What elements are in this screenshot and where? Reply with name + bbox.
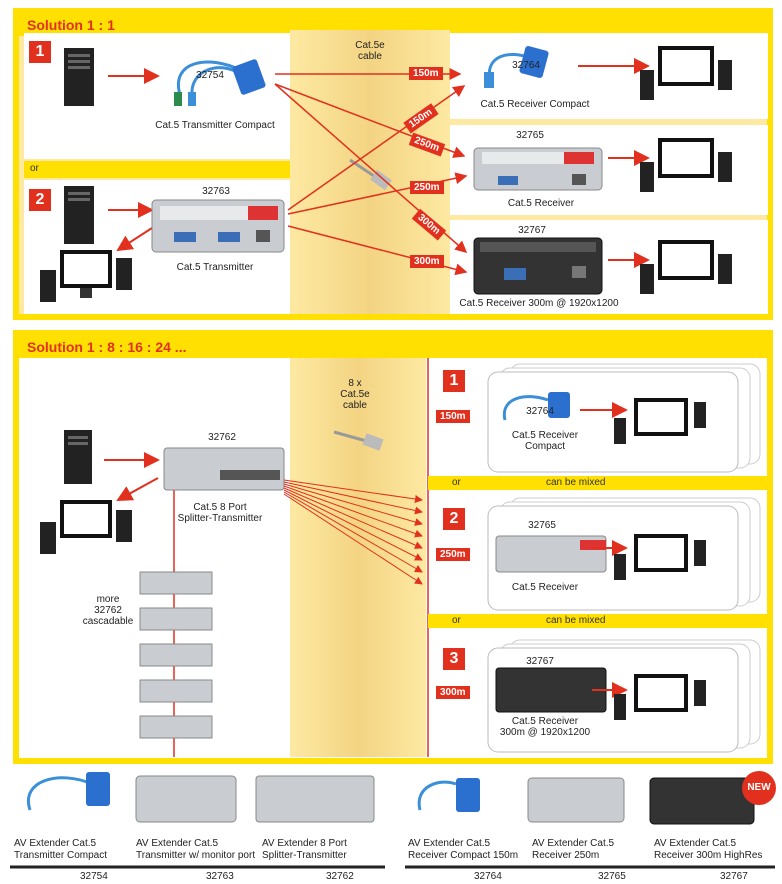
cable-band-2 bbox=[290, 354, 426, 757]
cable-label-2: 8 x Cat.5e cable bbox=[340, 378, 370, 411]
option-number-1: 1 bbox=[29, 41, 51, 63]
cascade-label: more 32762 cascadable bbox=[82, 594, 134, 627]
rx-code: 32765 bbox=[516, 130, 544, 141]
or-label-3: or bbox=[452, 615, 461, 626]
monitor-speakers-icon-r3 bbox=[640, 240, 732, 294]
product-images bbox=[26, 772, 755, 825]
option2-label-1: Cat.5 Receiver Compact bbox=[511, 430, 579, 452]
option2-label-2: Cat.5 Receiver bbox=[511, 582, 579, 593]
monitor-speakers-icon-r2 bbox=[640, 138, 732, 192]
product-name-1: AV Extender Cat.5 Transmitter Compact bbox=[14, 838, 107, 861]
mixed-stripe-1 bbox=[428, 476, 767, 490]
option2-distance-3: 300m bbox=[436, 686, 470, 699]
splitter-fanout-lines bbox=[283, 479, 423, 585]
monitor-speakers-icon-4 bbox=[40, 500, 132, 554]
card2-devices bbox=[495, 534, 706, 580]
product-name-3: AV Extender 8 Port Splitter-Transmitter bbox=[262, 838, 347, 861]
product-name-2: AV Extender Cat.5 Transmitter w/ monitor… bbox=[136, 838, 256, 861]
rx300-device-icon bbox=[473, 237, 603, 295]
monitor-speakers-icon bbox=[40, 250, 132, 302]
rj45-plug-icon-2 bbox=[333, 430, 384, 451]
product-name-5: AV Extender Cat.5 Receiver 250m bbox=[532, 838, 615, 861]
product-code-4: 32764 bbox=[474, 871, 502, 882]
pc-tower-icon-3 bbox=[64, 430, 92, 484]
tx-compact-code: 32754 bbox=[196, 70, 224, 81]
option2-number-3: 3 bbox=[443, 648, 465, 670]
option2-number-1: 1 bbox=[443, 370, 465, 392]
rx-compact-code: 32764 bbox=[512, 60, 540, 71]
new-badge-bg bbox=[742, 771, 776, 805]
rx300-label: Cat.5 Receiver 300m @ 1920x1200 bbox=[459, 298, 619, 309]
option-number-2: 2 bbox=[29, 189, 51, 211]
card1-devices bbox=[502, 392, 706, 444]
monitor-speakers-icon-r1 bbox=[640, 46, 732, 100]
option-1-area bbox=[24, 33, 290, 159]
product-name-4: AV Extender Cat.5 Receiver Compact 150m bbox=[408, 838, 519, 861]
mixed-stripe-2 bbox=[428, 614, 767, 628]
distance-tag-6: 300m bbox=[410, 255, 444, 268]
option2-label-3: Cat.5 Receiver 300m @ 1920x1200 bbox=[499, 716, 591, 738]
product-code-3: 32762 bbox=[326, 871, 354, 882]
solution-1-title: Solution 1 : 1 bbox=[19, 14, 767, 36]
rx-compact-label: Cat.5 Receiver Compact bbox=[480, 99, 590, 110]
tx-code: 32763 bbox=[202, 186, 230, 197]
splitter-device-icon bbox=[163, 447, 285, 491]
cat5-transmitter-device-icon bbox=[151, 199, 285, 253]
rx300-code: 32767 bbox=[518, 225, 546, 236]
or-stripe-1 bbox=[24, 161, 290, 178]
product-code-1: 32754 bbox=[80, 871, 108, 882]
cable-label-1: Cat.5e cable bbox=[355, 40, 385, 62]
product-name-6: AV Extender Cat.5 Receiver 300m HighRes bbox=[654, 838, 763, 861]
option2-code-1: 32764 bbox=[526, 406, 554, 417]
pc-tower-icon bbox=[64, 48, 94, 106]
distance-tag-1: 150m bbox=[409, 67, 443, 80]
new-badge: NEW bbox=[747, 782, 771, 793]
product-code-6: 32767 bbox=[720, 871, 748, 882]
rx-compact-device-icon bbox=[484, 46, 549, 88]
or-label-1: or bbox=[30, 163, 39, 174]
option2-code-3: 32767 bbox=[526, 656, 554, 667]
distance-tag-4: 250m bbox=[410, 181, 444, 194]
rx-device-icon bbox=[473, 147, 603, 191]
card3-devices bbox=[495, 667, 706, 720]
tx-label: Cat.5 Transmitter bbox=[176, 262, 254, 273]
or-label-2: or bbox=[452, 477, 461, 488]
tx-compact-dongle-icon bbox=[174, 59, 266, 106]
mixed-label-1: can be mixed bbox=[546, 477, 606, 488]
rx-label: Cat.5 Receiver bbox=[507, 198, 575, 209]
rx-compact-area bbox=[450, 33, 768, 119]
splitter-label: Cat.5 8 Port Splitter-Transmitter bbox=[177, 502, 263, 524]
pc-tower-icon-2 bbox=[64, 186, 94, 244]
option2-number-2: 2 bbox=[443, 508, 465, 530]
cascaded-splitters-icon bbox=[139, 571, 213, 739]
product-code-2: 32763 bbox=[206, 871, 234, 882]
tx-compact-label: Cat.5 Transmitter Compact bbox=[155, 120, 275, 131]
option2-distance-1: 150m bbox=[436, 410, 470, 423]
product-code-5: 32765 bbox=[598, 871, 626, 882]
option2-distance-2: 250m bbox=[436, 548, 470, 561]
option2-code-2: 32765 bbox=[528, 520, 556, 531]
mixed-label-2: can be mixed bbox=[546, 615, 606, 626]
splitter-code: 32762 bbox=[208, 432, 236, 443]
